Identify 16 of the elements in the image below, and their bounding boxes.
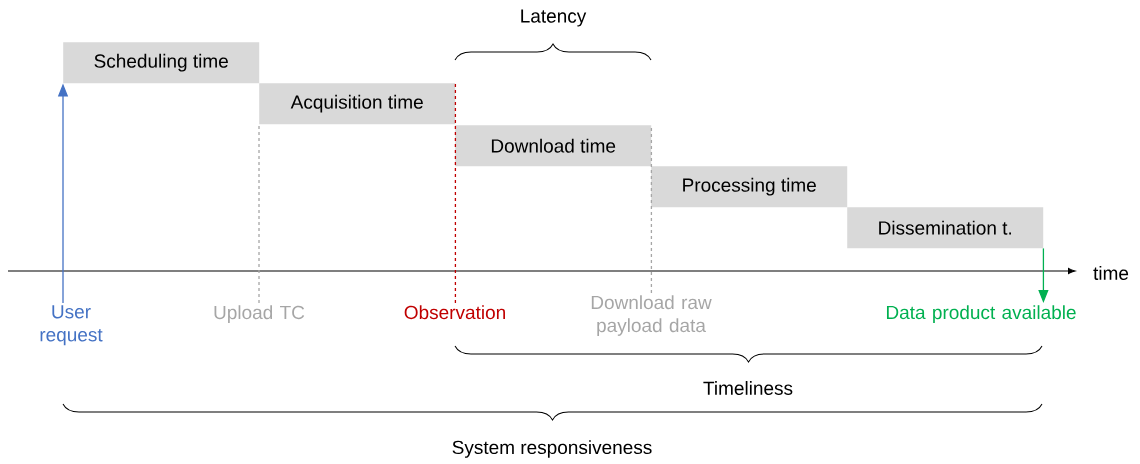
- process-box: Scheduling time: [63, 42, 260, 84]
- event-label: User request: [40, 305, 103, 346]
- process-box: Download time: [455, 125, 652, 167]
- event-label: Observation: [404, 305, 505, 320]
- process-box: Processing time: [651, 166, 848, 208]
- brace-label: Latency: [521, 9, 587, 27]
- event-label: Data product available: [887, 305, 1076, 323]
- dashed-line: [454, 82, 457, 304]
- brace-label: Timeliness: [703, 381, 793, 395]
- event-label: Upload TC: [214, 305, 305, 323]
- process-box: Acquisition time: [259, 83, 456, 125]
- dashed-line: [258, 123, 260, 304]
- axis-label: time: [1093, 266, 1129, 280]
- process-box: Dissemination t.: [847, 207, 1044, 249]
- brace-label: System responsiveness: [452, 440, 652, 458]
- event-label: Download raw payload data: [591, 295, 712, 336]
